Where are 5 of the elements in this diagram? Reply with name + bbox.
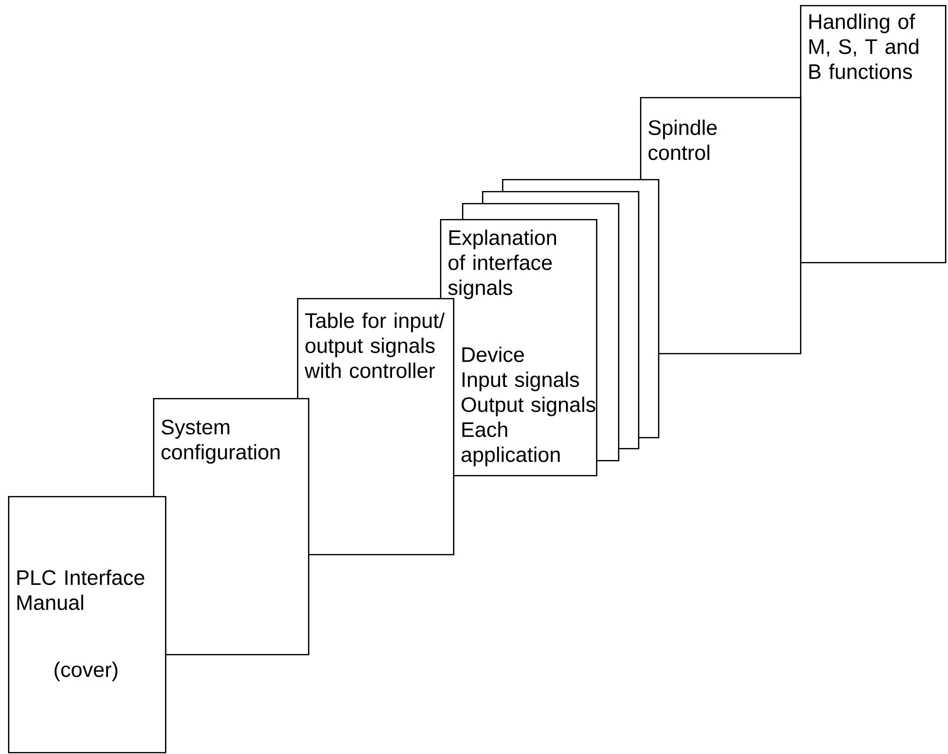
page: Spindle control [640,97,802,354]
page: Table for input/ output signals with controller [297,298,454,556]
page: PLC Interface Manual (cover) [8,496,166,754]
page: System configuration [153,398,310,656]
page: Handling of M, S, T and B functions [800,5,946,264]
